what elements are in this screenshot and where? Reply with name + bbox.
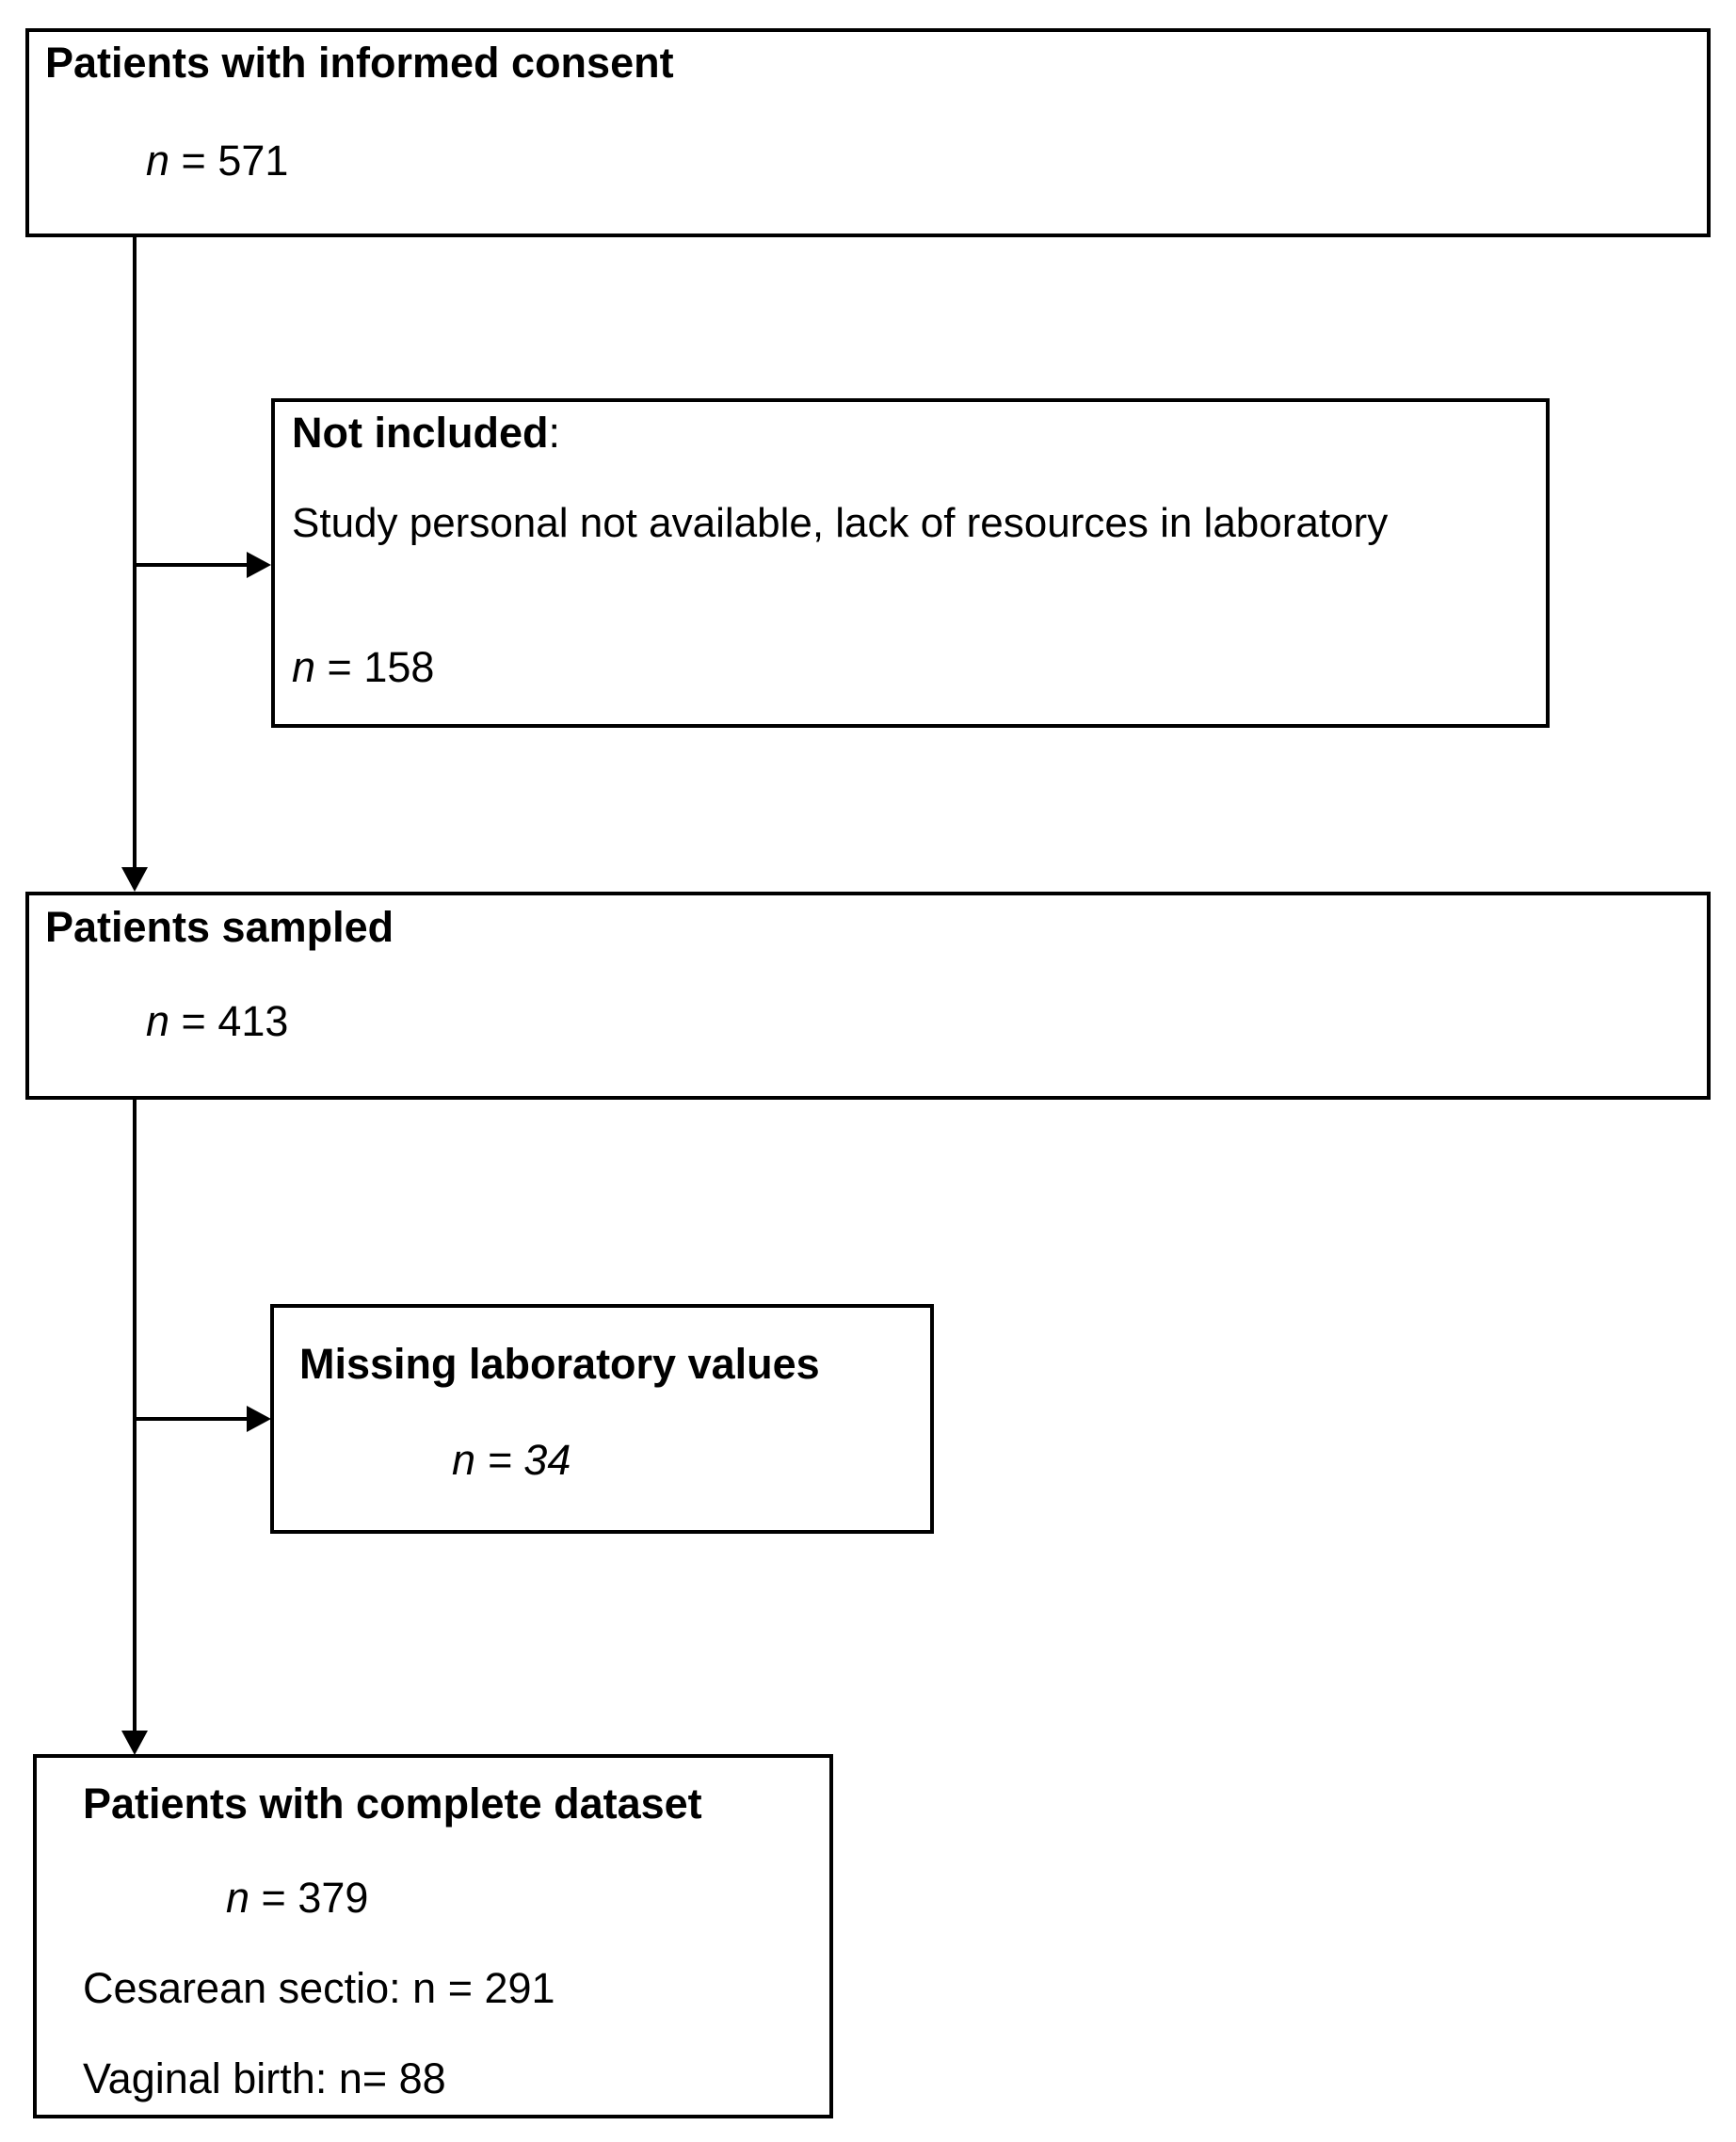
node-not-included-title: Not included:	[292, 411, 560, 454]
node-patients-sampled-count: n = 413	[146, 1000, 288, 1042]
node-informed-consent-title: Patients with informed consent	[45, 39, 674, 87]
connector-sampled-to-missing-lab	[135, 1417, 255, 1421]
node-complete-dataset-breakdown-cesarean: Cesarean sectio: n = 291	[83, 1964, 555, 2012]
node-missing-lab-values-count: n = 34	[452, 1436, 571, 1484]
not-included-title-colon: :	[548, 409, 560, 457]
connector-consent-to-not-included	[135, 563, 255, 567]
node-not-included-count: n = 158	[292, 646, 434, 688]
node-complete-dataset	[33, 1754, 833, 2118]
n-italic-label: n	[292, 643, 316, 691]
connector-consent-to-sampled	[133, 237, 137, 867]
arrowhead-into-not-included	[247, 552, 271, 578]
connector-sampled-to-complete	[133, 1100, 137, 1731]
n-value-text: = 379	[261, 1874, 369, 1922]
n-value-text: = 158	[327, 643, 435, 691]
n-value-text: = 571	[181, 137, 289, 185]
n-value-text: = 413	[181, 997, 289, 1045]
n-italic-label: n	[226, 1874, 250, 1922]
n-space	[169, 997, 182, 1045]
n-space	[315, 643, 328, 691]
node-not-included	[271, 398, 1550, 728]
node-missing-lab-values-title: Missing laboratory values	[299, 1340, 820, 1388]
node-informed-consent	[25, 28, 1711, 237]
arrowhead-into-missing-lab	[247, 1406, 271, 1432]
node-complete-dataset-title: Patients with complete dataset	[83, 1780, 702, 1828]
node-patients-sampled	[25, 892, 1711, 1100]
arrowhead-into-patients-sampled	[121, 867, 148, 892]
arrowhead-into-complete-dataset	[121, 1731, 148, 1755]
not-included-title-text: Not included	[292, 409, 549, 457]
node-complete-dataset-count: n = 379	[226, 1876, 368, 1919]
n-italic-label: n	[146, 137, 170, 185]
node-missing-lab-values	[270, 1304, 934, 1534]
node-not-included-reason: Study personal not available, lack of re…	[292, 500, 1389, 546]
n-value	[169, 137, 182, 185]
n-italic-label: n	[146, 997, 170, 1045]
n-space	[249, 1874, 262, 1922]
node-complete-dataset-breakdown-vaginal: Vaginal birth: n= 88	[83, 2054, 446, 2102]
node-informed-consent-count: n = 571	[146, 139, 288, 182]
node-patients-sampled-title: Patients sampled	[45, 903, 394, 951]
